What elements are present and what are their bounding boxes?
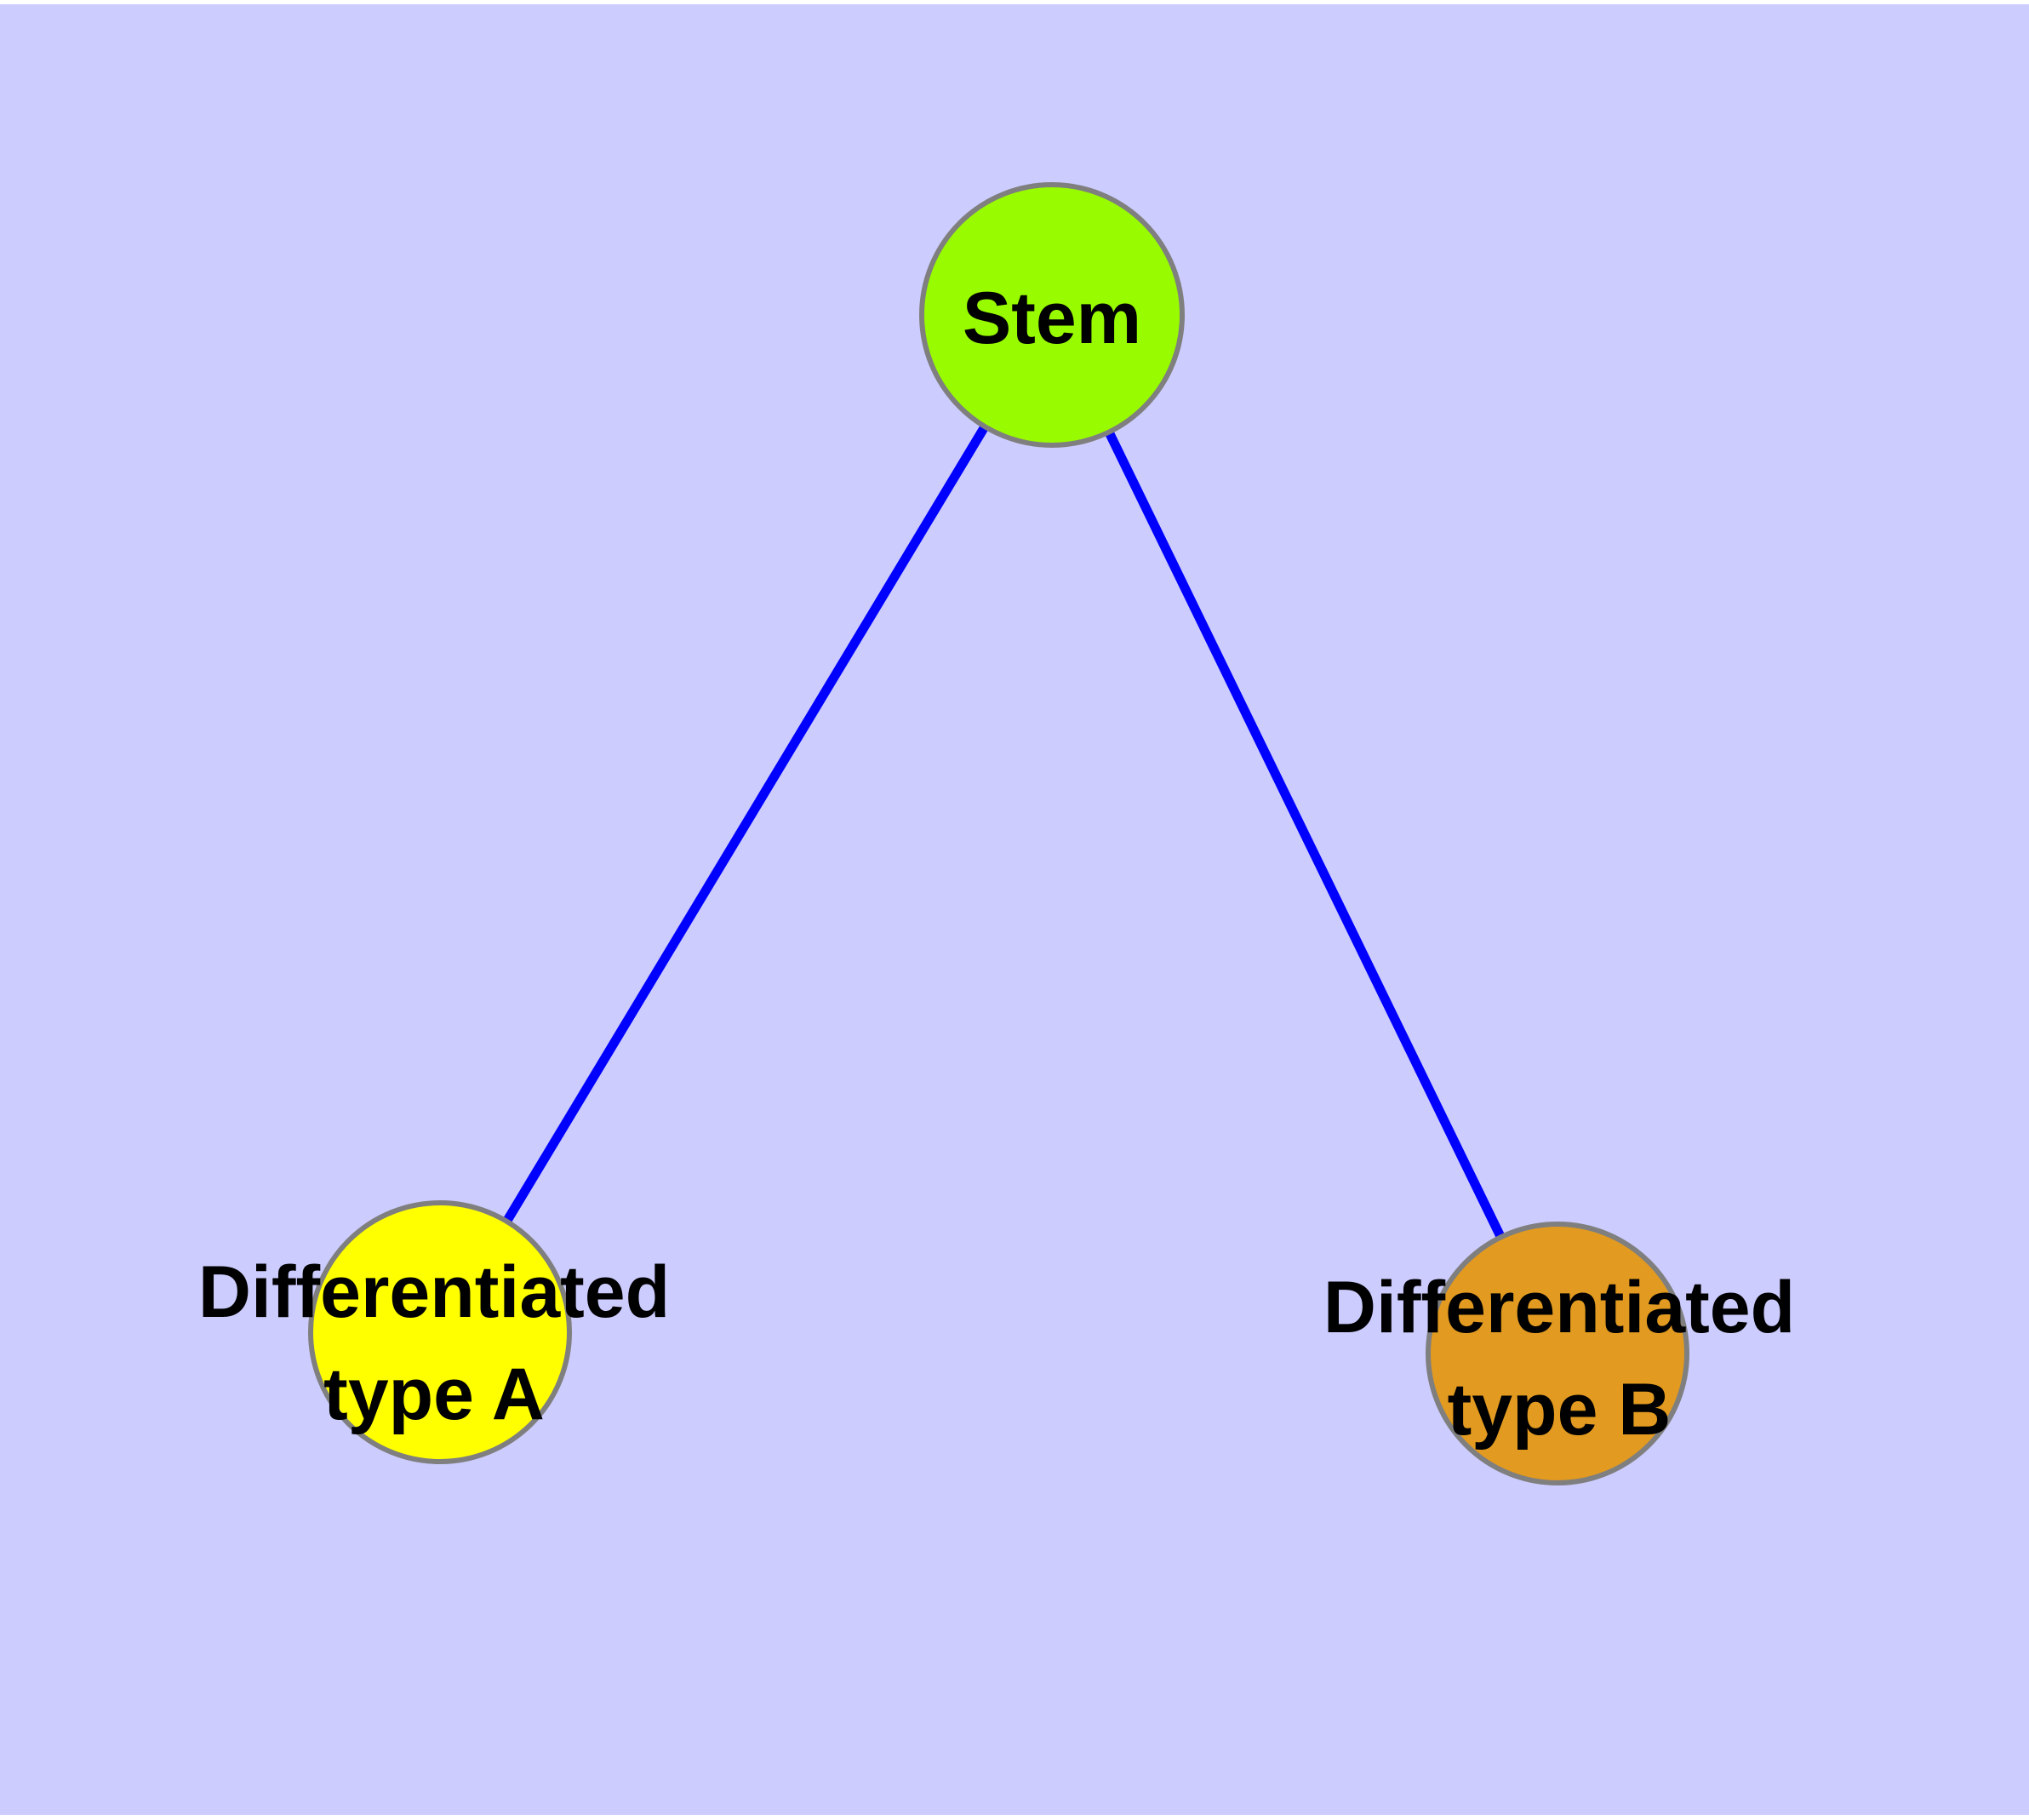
edge-stem-to-type-a	[436, 312, 1056, 1335]
node-type-b-circle	[1426, 1222, 1689, 1485]
edge-stem-to-type-b	[1048, 312, 1562, 1356]
node-type-a-circle	[308, 1200, 572, 1464]
node-stem-circle	[919, 182, 1185, 448]
